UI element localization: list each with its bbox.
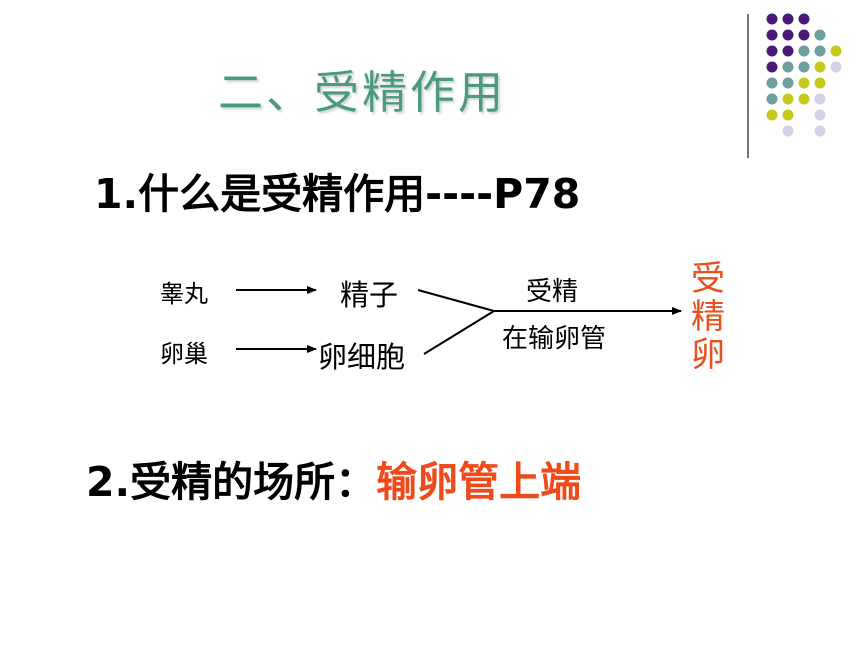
label-sperm: 精子 — [340, 278, 399, 312]
question-2-label: 2.受精的场所： — [86, 458, 377, 506]
label-location-oviduct: 在输卵管 — [502, 324, 607, 354]
question-2-heading: 2.受精的场所：输卵管上端 — [86, 448, 581, 508]
result-char-1: 受 — [691, 259, 725, 299]
result-char-3: 卵 — [691, 335, 725, 375]
label-ovary: 卵巢 — [160, 340, 208, 368]
line-egg-to-junction — [423, 310, 495, 355]
label-testis: 睾丸 — [160, 280, 208, 308]
line-sperm-to-junction — [417, 289, 495, 312]
question-1-heading: 1.什么是受精作用----P78 — [94, 170, 581, 218]
question-2-answer: 输卵管上端 — [376, 458, 582, 506]
vertical-divider-line — [747, 14, 749, 158]
slide-title: 二、受精作用 — [218, 66, 507, 119]
result-char-2: 精 — [691, 297, 725, 337]
result-zygote-vertical: 受 精 卵 — [688, 260, 728, 374]
decorative-dot-grid — [766, 13, 842, 137]
label-fertilization-process: 受精 — [526, 277, 579, 307]
label-egg-cell: 卵细胞 — [318, 340, 406, 374]
